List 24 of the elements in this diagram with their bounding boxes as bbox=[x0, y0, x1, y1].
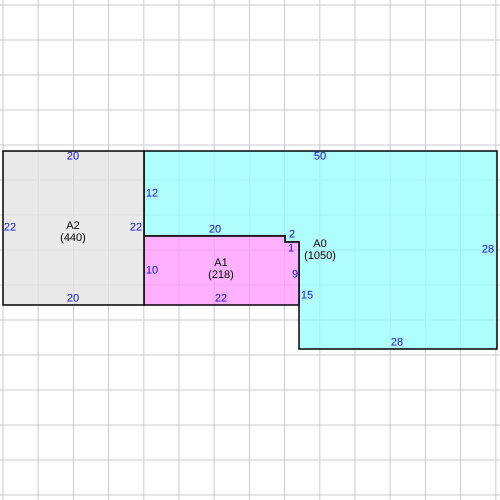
area-name: A0 bbox=[313, 238, 327, 250]
area-name: A1 bbox=[214, 257, 228, 269]
area-value: (440) bbox=[60, 232, 86, 244]
area-region bbox=[3, 151, 144, 305]
dimension-label: 20 bbox=[208, 224, 222, 236]
dimension-label: 1 bbox=[288, 244, 294, 254]
dimension-label: 50 bbox=[314, 152, 326, 162]
dimension-label: 22 bbox=[214, 294, 228, 304]
area-value: (218) bbox=[208, 269, 234, 281]
dimension-label: 22 bbox=[130, 222, 142, 234]
dimension-label: 28 bbox=[482, 244, 494, 256]
dimension-label: 15 bbox=[300, 290, 314, 302]
area-region bbox=[144, 236, 299, 305]
dimension-label: 12 bbox=[146, 188, 158, 200]
dimension-label: 22 bbox=[4, 222, 16, 234]
area-value: (1050) bbox=[304, 250, 336, 262]
dimension-label: 20 bbox=[66, 152, 80, 162]
dimension-label: 2 bbox=[288, 230, 296, 240]
dimension-label: 10 bbox=[146, 266, 158, 276]
area-region bbox=[144, 151, 497, 349]
dimension-label: 20 bbox=[66, 294, 80, 304]
dimension-label: 9 bbox=[292, 270, 298, 280]
area-name: A2 bbox=[66, 220, 80, 232]
dimension-label: 28 bbox=[390, 338, 404, 348]
